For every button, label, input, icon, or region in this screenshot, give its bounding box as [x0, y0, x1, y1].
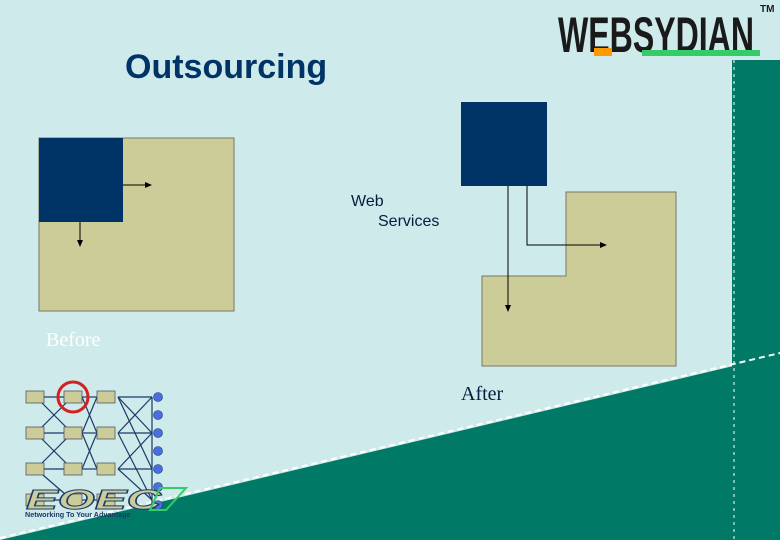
web-services-line2: Services	[378, 213, 440, 230]
eoec-wordmark: EOEC	[26, 484, 162, 515]
before-navy-square	[39, 138, 123, 222]
network-endpoints	[153, 392, 163, 510]
before-diagram	[38, 137, 235, 312]
after-diagram	[461, 102, 677, 367]
logo-orange-bar	[594, 48, 612, 56]
after-navy-square	[461, 102, 547, 186]
network-tagline: Networking To Your Advantage	[25, 510, 131, 519]
slide-title: Outsourcing	[125, 48, 328, 86]
network-nodes	[25, 390, 116, 507]
before-label: Before	[46, 329, 101, 351]
dashed-divider	[0, 352, 780, 539]
highlight-circle	[56, 380, 90, 414]
network-logo: EOEC Networking To Your Advantage	[25, 380, 189, 519]
after-khaki-shape	[481, 191, 677, 367]
after-label: After	[461, 383, 504, 405]
eoec-green-mark	[148, 487, 189, 511]
after-arrow-right	[526, 186, 603, 246]
logo-green-bar	[642, 50, 760, 56]
websydian-logo: WEBSYDIAN TM	[558, 4, 774, 62]
logo-trademark: TM	[760, 4, 774, 15]
web-services-line1: Web	[351, 193, 384, 210]
teal-sidebar	[732, 60, 780, 540]
teal-wedge	[0, 355, 780, 540]
